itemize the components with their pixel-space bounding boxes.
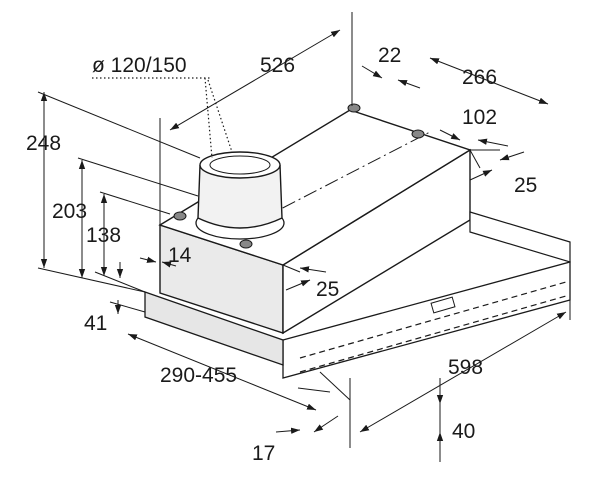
label-25-front: 25 [316,278,339,301]
dim-598-line [359,311,567,433]
label-203: 203 [52,200,87,223]
label-41: 41 [84,312,107,335]
slider-hidden-edge [299,295,567,373]
label-102: 102 [462,106,497,129]
duct-tube [197,164,283,229]
label-266: 266 [462,66,497,89]
label-290-455: 290-455 [160,364,237,387]
slider-rear-edge [469,211,571,263]
label-22: 22 [378,44,401,67]
slider-hidden-edge-2 [299,281,567,359]
label-14: 14 [168,244,192,267]
mount-hole-icon [173,211,187,221]
dim-290-455-line [127,333,317,411]
label-40: 40 [452,420,475,443]
label-25-right: 25 [514,174,537,197]
duct-connector [195,151,285,240]
mounting-holes [173,103,425,249]
label-17: 17 [252,442,275,465]
mount-hole-icon [347,103,361,113]
label-598: 598 [448,356,483,379]
label-duct-diameter: ø 120/150 [92,54,187,77]
mount-hole-icon [239,239,253,249]
duct-leader [92,77,233,159]
dim-266-line [429,57,549,105]
dim-526-line [169,29,341,131]
slider-handle [430,296,456,314]
dimension-labels: ø 120/150 526 22 266 102 25 248 203 138 … [26,44,537,465]
label-526: 526 [260,54,295,77]
dimension-lines [40,29,567,448]
mount-hole-icon [411,129,425,139]
label-248: 248 [26,132,61,155]
label-138: 138 [86,224,121,247]
